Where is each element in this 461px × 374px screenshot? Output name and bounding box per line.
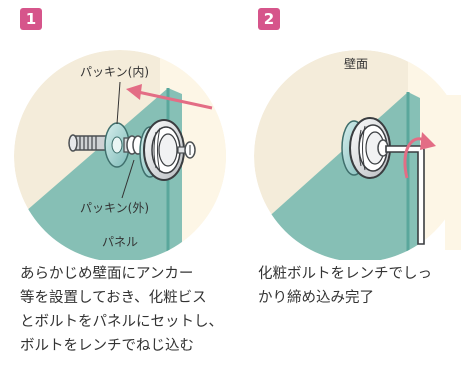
assembled-cap bbox=[341, 117, 391, 179]
step-1-description-line: 等を設置しておき、化粧ビス bbox=[20, 290, 207, 306]
insert-direction-arrow bbox=[126, 84, 213, 110]
step-2-illustration: 壁面 bbox=[254, 50, 461, 260]
cosmetic-screw bbox=[177, 141, 196, 159]
label-wall: 壁面 bbox=[344, 56, 368, 71]
step-1-description-line: とボルトをパネルにセットし、 bbox=[20, 314, 223, 330]
step-1-description: あらかじめ壁面にアンカー 等を設置しておき、化粧ビス とボルトをパネルにセットし… bbox=[20, 262, 223, 358]
label-inner-packing: パッキン(内) bbox=[80, 65, 149, 79]
step-1-illustration: パッキン(内) パッキン(外) パネル bbox=[14, 50, 226, 260]
step-1-badge: 1 bbox=[20, 8, 42, 30]
step-2-description-line: かり締め込み完了 bbox=[258, 290, 374, 306]
step-1-description-line: ボルトをレンチでねじ込む bbox=[20, 338, 194, 354]
label-panel: パネル bbox=[102, 235, 138, 249]
label-outer-packing: パッキン(外) bbox=[80, 201, 149, 215]
step-2-badge: 2 bbox=[258, 8, 280, 30]
step-1-description-line: あらかじめ壁面にアンカー bbox=[20, 266, 194, 282]
rotation-arrow bbox=[403, 132, 436, 179]
step-2-description-line: 化粧ボルトをレンチでしっ bbox=[258, 266, 432, 282]
step-2-description: 化粧ボルトをレンチでしっ かり締め込み完了 bbox=[258, 262, 432, 310]
